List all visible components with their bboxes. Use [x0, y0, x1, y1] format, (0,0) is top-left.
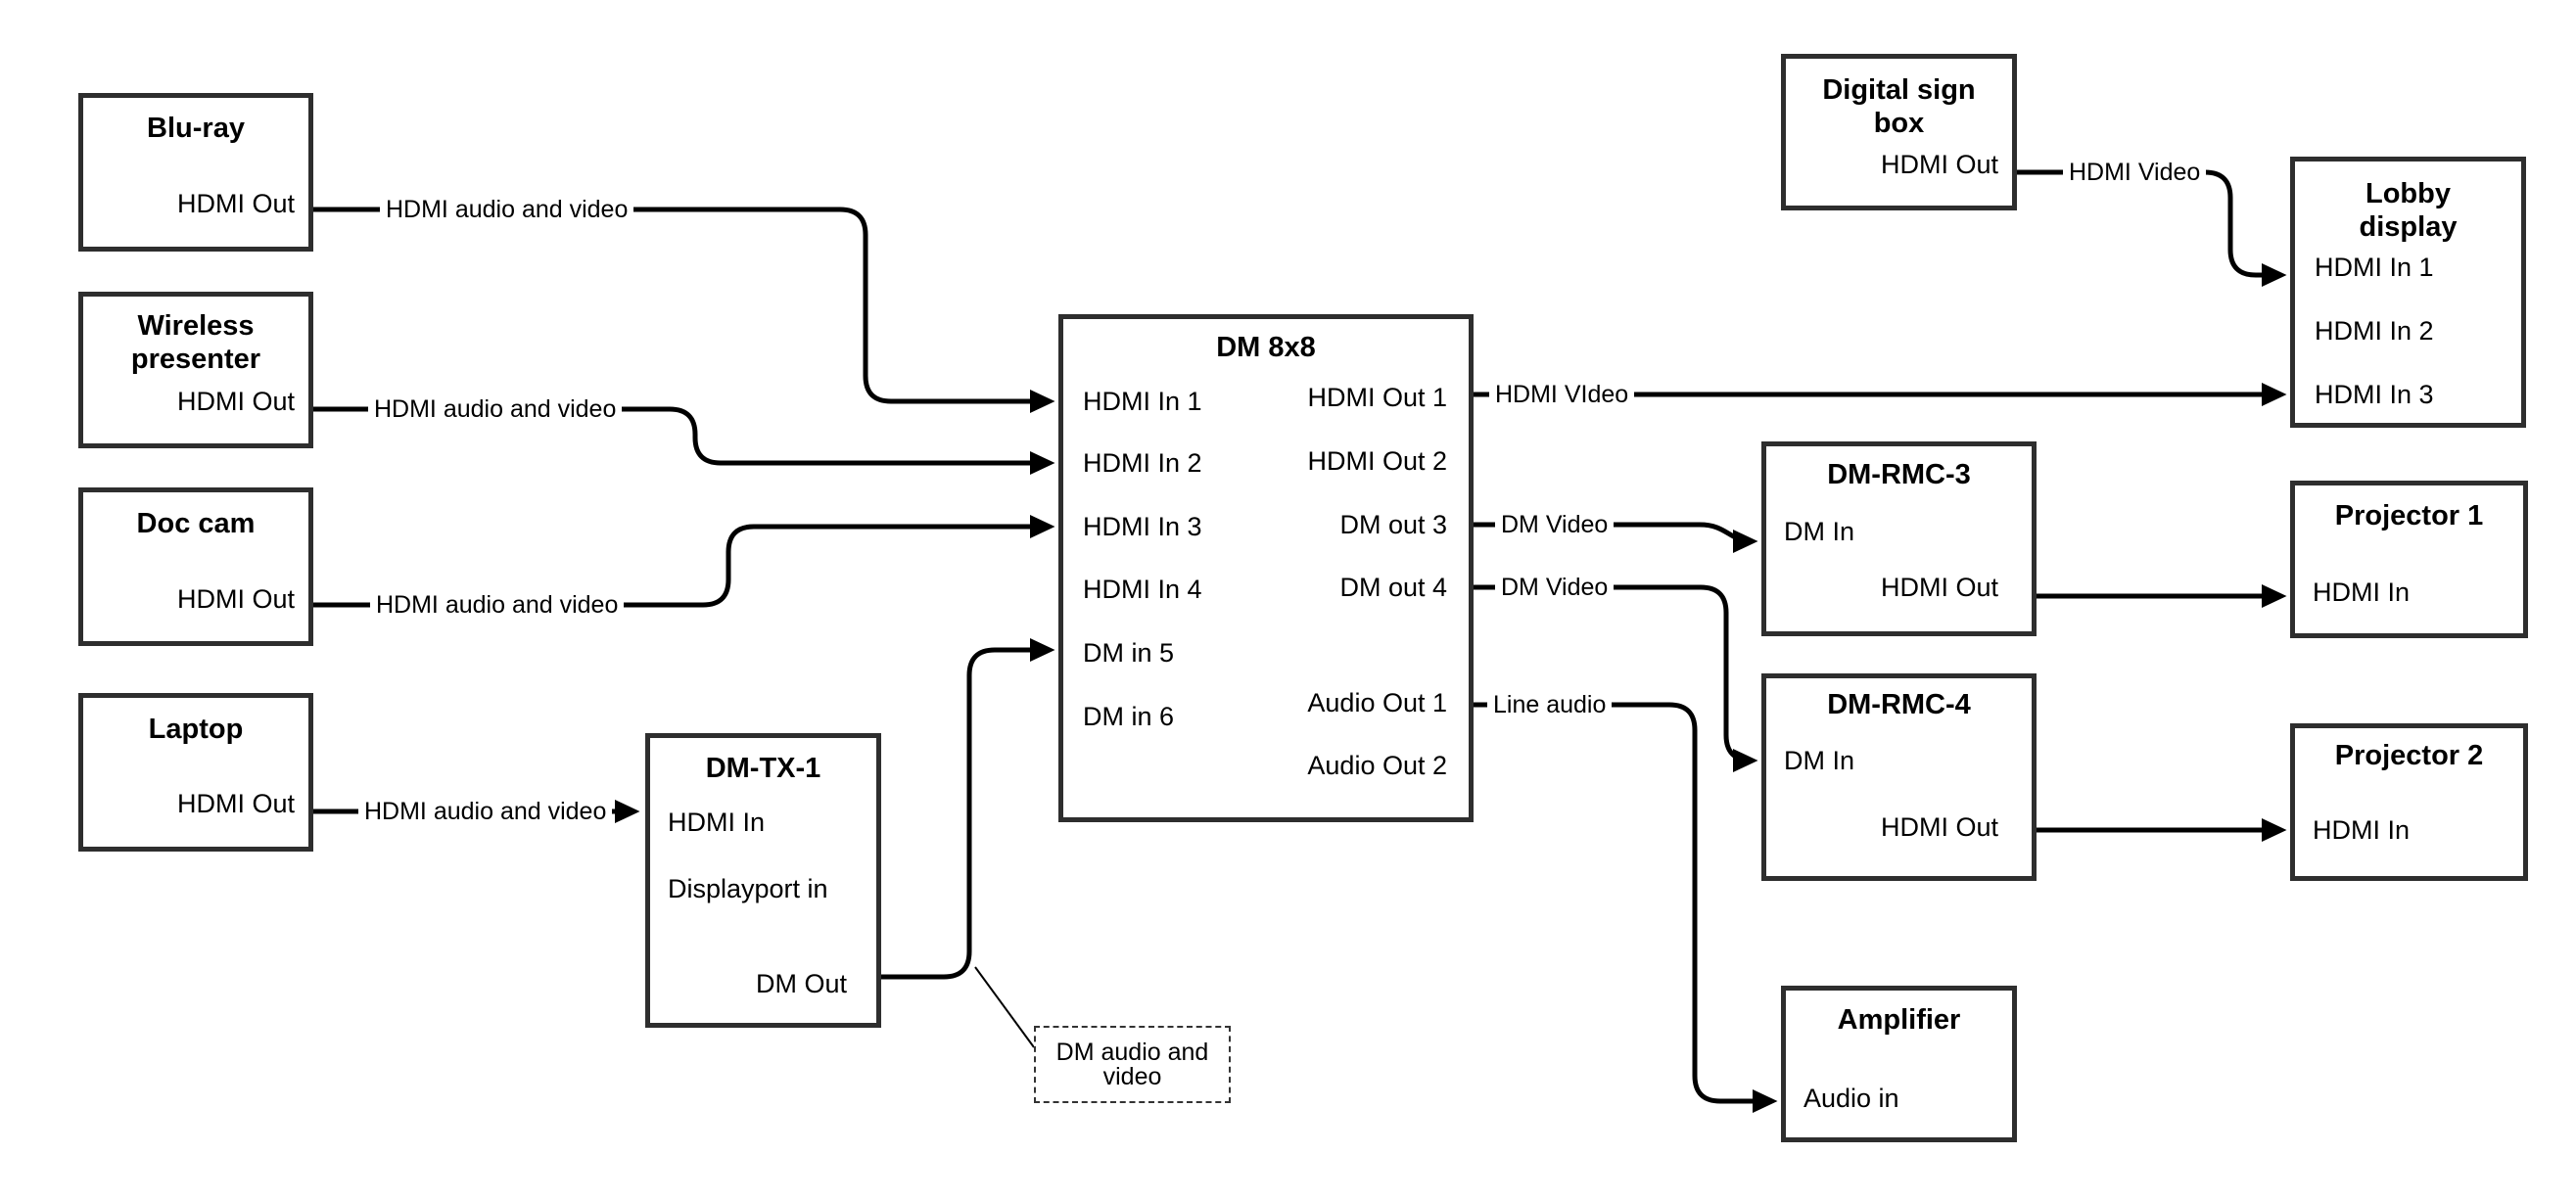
node-doc-cam: Doc cam HDMI Out: [78, 487, 313, 646]
port-hdmi-in-2: HDMI In 2: [1083, 448, 1202, 478]
node-title: Laptop: [148, 714, 244, 745]
port-dm-in: DM In: [1784, 746, 1855, 775]
node-projector-1: Projector 1 HDMI In: [2290, 481, 2528, 638]
port-dm-out-4: DM out 4: [1339, 573, 1447, 602]
port-dm-in-6: DM in 6: [1083, 702, 1175, 731]
note-line-1: DM audio and: [1055, 1038, 1209, 1066]
port-hdmi-out: HDMI Out: [1880, 150, 1998, 179]
port-hdmi-out: HDMI Out: [176, 789, 295, 818]
node-title: DM-TX-1: [705, 753, 821, 784]
edge-dmtx1-to-dm8x8-in5: [881, 638, 1055, 980]
port-dm-out-3: DM out 3: [1339, 510, 1447, 539]
port-hdmi-in: HDMI In: [668, 808, 766, 837]
node-title: Lobby display: [2359, 178, 2458, 243]
edge-doccam-to-dm8x8-in3: [313, 515, 1055, 608]
edge-label-hdmi-video-out1: HDMI VIdeo: [1489, 380, 1635, 409]
node-projector-2: Projector 2 HDMI In: [2290, 723, 2528, 881]
port-hdmi-out-2: HDMI Out 2: [1307, 446, 1447, 476]
edge-bluray-to-dm8x8-in1: [313, 207, 1055, 413]
node-dm-8x8: DM 8x8 HDMI In 1 HDMI In 2 HDMI In 3 HDM…: [1058, 314, 1474, 822]
edge-dm8x8-out3-to-rmc3: [1474, 522, 1758, 553]
edge-label-laptop: HDMI audio and video: [358, 797, 613, 826]
port-hdmi-in-4: HDMI In 4: [1083, 575, 1202, 604]
edge-dm8x8-audio1-to-amplifier: [1474, 702, 1778, 1113]
edge-digitalsign-to-lobby-in1: [2017, 169, 2287, 287]
node-title: Projector 1: [2334, 500, 2484, 531]
port-dm-in-5: DM in 5: [1083, 638, 1175, 668]
port-audio-out-2: Audio Out 2: [1307, 751, 1447, 780]
node-title: Wireless presenter: [130, 310, 261, 375]
node-title: DM 8x8: [1216, 332, 1316, 363]
port-hdmi-in: HDMI In: [2313, 577, 2411, 607]
note-callout-line: [974, 966, 1035, 1048]
port-audio-in: Audio in: [1803, 1084, 1899, 1113]
port-hdmi-out: HDMI Out: [1880, 573, 1998, 602]
edge-wireless-to-dm8x8-in2: [313, 406, 1055, 475]
port-dm-out: DM Out: [755, 969, 847, 998]
edge-label-hdmi-video-sign: HDMI Video: [2063, 158, 2207, 187]
node-blu-ray: Blu-ray HDMI Out: [78, 93, 313, 252]
note-line-2: video: [1102, 1062, 1162, 1090]
port-hdmi-out: HDMI Out: [176, 387, 295, 416]
node-title: Blu-ray: [147, 113, 245, 144]
node-laptop: Laptop HDMI Out: [78, 693, 313, 852]
node-dm-rmc-4: DM-RMC-4 DM In HDMI Out: [1761, 673, 2037, 881]
edge-label-wireless: HDMI audio and video: [368, 394, 623, 424]
node-amplifier: Amplifier Audio in: [1781, 986, 2017, 1142]
node-digital-sign-box: Digital sign box HDMI Out: [1781, 54, 2017, 210]
edge-label-bluray: HDMI audio and video: [380, 195, 634, 224]
port-hdmi-in-1: HDMI In 1: [2315, 253, 2434, 282]
port-hdmi-out: HDMI Out: [1880, 812, 1998, 842]
port-hdmi-in-3: HDMI In 3: [2315, 380, 2434, 409]
edge-label-line-audio: Line audio: [1487, 690, 1613, 719]
node-dm-rmc-3: DM-RMC-3 DM In HDMI Out: [1761, 441, 2037, 636]
port-hdmi-in-2: HDMI In 2: [2315, 316, 2434, 346]
edge-label-doccam: HDMI audio and video: [370, 590, 625, 620]
port-hdmi-in: HDMI In: [2313, 815, 2411, 845]
node-title: DM-RMC-3: [1827, 459, 1971, 490]
node-title: Digital sign box: [1822, 74, 1976, 139]
node-lobby-display: Lobby display HDMI In 1 HDMI In 2 HDMI I…: [2290, 157, 2526, 428]
edge-label-dm-video-out4: DM Video: [1495, 573, 1615, 602]
node-title: Doc cam: [136, 508, 256, 539]
node-title: DM-RMC-4: [1827, 689, 1971, 720]
port-hdmi-out: HDMI Out: [176, 189, 295, 218]
node-dm-tx-1: DM-TX-1 HDMI In Displayport in DM Out: [645, 733, 881, 1028]
port-displayport-in: Displayport in: [668, 874, 828, 903]
edge-dm8x8-out4-to-rmc4: [1474, 584, 1758, 772]
node-title: Projector 2: [2334, 740, 2484, 771]
port-dm-in: DM In: [1784, 517, 1855, 546]
port-hdmi-in-1: HDMI In 1: [1083, 387, 1202, 416]
port-hdmi-in-3: HDMI In 3: [1083, 512, 1202, 541]
node-wireless-presenter: Wireless presenter HDMI Out: [78, 292, 313, 448]
port-hdmi-out: HDMI Out: [176, 584, 295, 614]
port-audio-out-1: Audio Out 1: [1307, 688, 1447, 717]
edge-label-dm-video-out3: DM Video: [1495, 510, 1615, 539]
node-title: Amplifier: [1837, 1004, 1961, 1036]
port-hdmi-out-1: HDMI Out 1: [1307, 383, 1447, 412]
note-dm-audio-and-video: DM audio and video: [1034, 1026, 1231, 1103]
